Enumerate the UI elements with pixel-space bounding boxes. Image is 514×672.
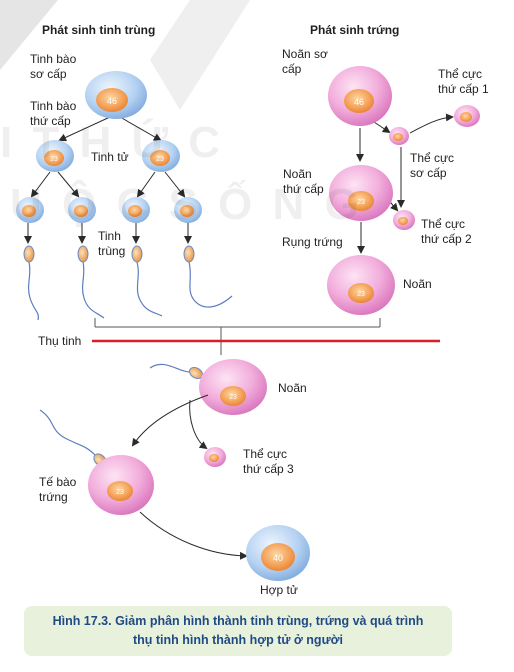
first-polar-body-label: Thể cực thứ cấp 1 (438, 67, 489, 96)
figure-caption: Hình 17.3. Giảm phân hình thành tinh trù… (24, 606, 452, 656)
secondary-spermatocyte-nucleus (44, 150, 64, 166)
zygote-stage: 40 (246, 525, 310, 581)
egg-cell-label: Tế bào trứng (39, 475, 77, 504)
spermatogenesis-branch: 46 23 23 (16, 71, 233, 321)
egg-cell-nucleus (107, 481, 133, 501)
sperm-cell (131, 245, 163, 317)
fertilization-label: Thụ tinh (38, 334, 82, 348)
chromosome-number-23: 23 (229, 394, 237, 401)
egg-nucleus (348, 283, 374, 303)
watermark: U Ộ C S Ố N G (10, 180, 363, 229)
chromosome-number-23: 23 (357, 199, 365, 206)
spermatid-cell (68, 197, 96, 223)
sperm-tail (39, 409, 96, 456)
primary-oocyte-label: Noãn sơ cấp (282, 47, 328, 76)
spermatogenesis-header: Phát sinh tinh trùng (42, 23, 156, 37)
third-polar-body-label: Thể cực thứ cấp 3 (243, 447, 294, 476)
chromosome-number-46: 46 (107, 96, 117, 106)
spermatid-cell (16, 197, 44, 223)
egg-cell-stage: 23 (39, 409, 248, 560)
second-polar-body-label: Thể cực thứ cấp 2 (421, 217, 472, 246)
fertilization-stage: 23 (131, 359, 267, 467)
primary-spermatocyte-label: Tinh bào sơ cấp (30, 52, 77, 81)
spermatid-cell (122, 197, 150, 223)
fertilized-egg-label: Noãn (278, 381, 307, 395)
polar-body-nucleus (209, 454, 219, 462)
polar-body-nucleus (393, 133, 403, 141)
sperm-cell (183, 245, 233, 308)
corner-decoration-2 (150, 0, 250, 110)
watermark: I T H Ứ C (0, 118, 225, 167)
oogenesis-header: Phát sinh trứng (310, 23, 400, 37)
egg-label: Noãn (403, 277, 432, 291)
primary-oocyte-nucleus (344, 89, 374, 113)
caption-line-2: thụ tinh hình thành hợp tử ở người (132, 633, 343, 647)
spermatid-cell (174, 197, 202, 223)
zygote-label: Hợp tử (260, 583, 298, 597)
primary-spermatocyte-nucleus (96, 88, 128, 112)
chromosome-number-23: 23 (116, 489, 124, 496)
sperm-cell (23, 245, 39, 321)
oogenesis-branch: 46 23 23 (327, 66, 480, 315)
sperm-cell (77, 245, 105, 319)
sperm-tail (149, 363, 191, 373)
ovulation-label: Rụng trứng (282, 235, 343, 249)
corner-decoration (0, 0, 58, 70)
chromosome-number-46: 46 (354, 97, 364, 107)
chromosome-number-23: 23 (357, 291, 365, 298)
secondary-spermatocyte-label: Tinh bào thứ cấp (30, 99, 77, 128)
chromosome-number-23: 23 (156, 156, 164, 163)
fertilized-egg-nucleus (220, 386, 246, 406)
caption-line-1: Hình 17.3. Giảm phân hình thành tinh trù… (52, 614, 424, 628)
zygote-nucleus (261, 543, 295, 571)
spermatid-label: Tinh tử (91, 150, 129, 164)
polar-body-nucleus (460, 112, 472, 122)
secondary-oocyte-label: Noãn thứ cấp (283, 167, 324, 196)
secondary-oocyte-nucleus (348, 191, 374, 211)
chromosome-number-23: 23 (50, 156, 58, 163)
secondary-spermatocyte-nucleus (150, 150, 170, 166)
secondary-polar-body-label: Thể cực sơ cấp (410, 151, 455, 180)
sperm-label: Tinh trùng (98, 229, 126, 258)
fertilization-connector (94, 318, 381, 355)
polar-body-nucleus (398, 217, 408, 225)
chromosome-number-zygote: 40 (273, 553, 283, 563)
